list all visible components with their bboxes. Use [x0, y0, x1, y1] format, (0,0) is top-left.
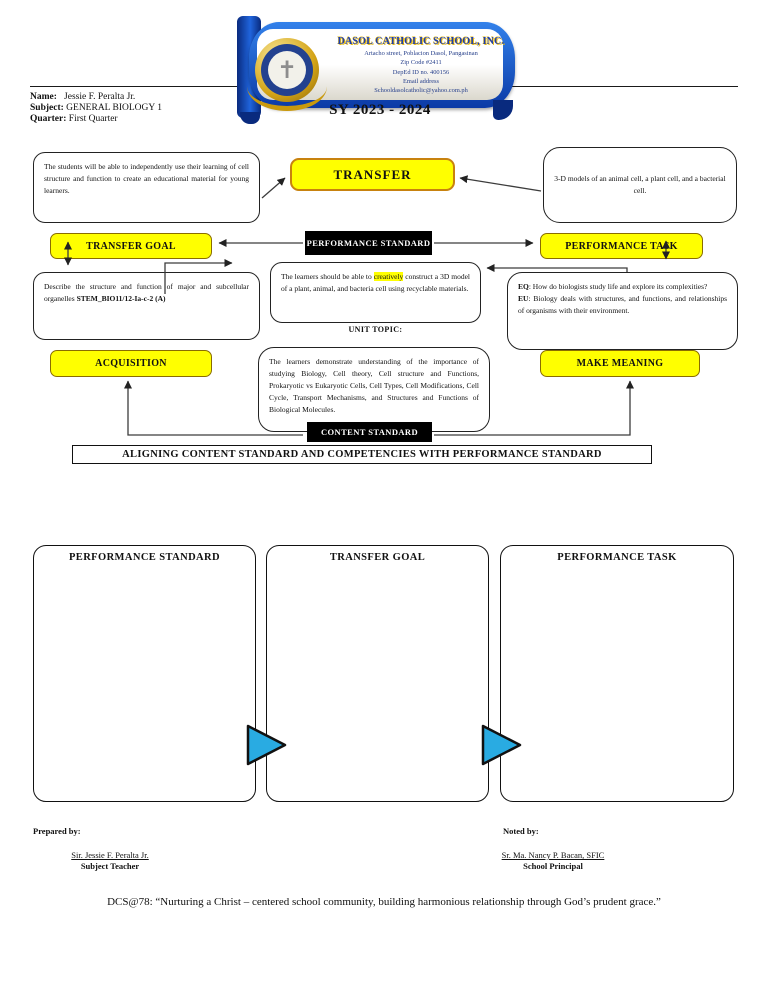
teacher-name: Jessie F. Peralta Jr. [64, 92, 136, 102]
transfer-label: TRANSFER [333, 166, 412, 182]
worksheet-box-transfer-goal: TRANSFER GOAL [266, 545, 489, 802]
quarter-row: Quarter: First Quarter [30, 114, 118, 125]
content-standard-text-box: The learners demonstrate understanding o… [258, 347, 490, 432]
worksheet-title: PERFORMANCE TASK [557, 552, 677, 563]
unit-topic-label: UNIT TOPIC: [348, 325, 403, 334]
prepared-by-label: Prepared by: [33, 826, 81, 836]
transfer-description-box: The students will be able to independent… [33, 152, 260, 223]
competency-code: STEM_BIO11/12-Ia-c-2 (A) [76, 294, 166, 303]
ribbon-right-fold [493, 100, 513, 120]
make-meaning-label: MAKE MEANING [576, 358, 664, 369]
cross-icon: ✝ [268, 51, 306, 89]
learners-text-pre: The learners should be able to [281, 272, 374, 281]
transfer-goal-label: TRANSFER GOAL [86, 240, 176, 252]
school-zip: Zip Code #2411 [400, 59, 442, 67]
eu-label: EU [518, 294, 529, 303]
competency-box: Describe the structure and function of m… [33, 272, 260, 340]
school-year: SY 2023 - 2024 [329, 102, 431, 118]
school-name: DASOL CATHOLIC SCHOOL, INC. [337, 36, 505, 47]
content-standard-text: The learners demonstrate understanding o… [269, 357, 479, 414]
worksheet-title: PERFORMANCE STANDARD [68, 552, 220, 563]
eu-text: : Biology deals with structures, and fun… [518, 294, 727, 315]
noted-by-label: Noted by: [503, 826, 539, 836]
make-meaning-label-box: MAKE MEANING [540, 350, 700, 377]
performance-task-output-box: 3-D models of an animal cell, a plant ce… [543, 147, 737, 223]
prepared-by-role: Subject Teacher [80, 861, 140, 871]
models-text: 3-D models of an animal cell, a plant ce… [554, 174, 726, 195]
school-email: Schooldasolcatholic@yahoo.com.ph [374, 87, 468, 95]
performance-task-label-box: PERFORMANCE TASK [540, 233, 703, 259]
noted-by-role: School Principal [523, 861, 583, 871]
school-header-ribbon: ✝ DASOL CATHOLIC SCHOOL, INC. Artacho st… [237, 12, 517, 124]
school-motto: DCS@78: “Nurturing a Christ – centered s… [107, 896, 661, 908]
noted-by-name: Sr. Ma. Nancy P. Bacan, SFIC [501, 850, 605, 860]
document-info: Name: Jessie F. Peralta Jr. Subject: GEN… [30, 92, 162, 126]
content-standard-label: CONTENT STANDARD [320, 427, 418, 437]
arrow-models-to-transfer [459, 175, 542, 192]
arrow-students-to-transfer [261, 177, 286, 199]
school-info: DASOL CATHOLIC SCHOOL, INC. Artacho stre… [333, 36, 509, 95]
performance-standard-text-box: The learners should be able to creativel… [270, 262, 481, 323]
transfer-label-box: TRANSFER [290, 158, 455, 191]
acquisition-label-box: ACQUISITION [50, 350, 212, 377]
learners-text-post: construct a 3D model of a plant, animal,… [281, 272, 470, 293]
transfer-description-text: The students will be able to independent… [44, 162, 249, 195]
performance-task-label: PERFORMANCE TASK [565, 240, 678, 252]
worksheet-box-performance-task: PERFORMANCE TASK [500, 545, 734, 802]
eq-eu-box: EQ: How do biologists study life and exp… [507, 272, 738, 350]
subject-name: GENERAL BIOLOGY 1 [66, 103, 163, 114]
eq-label: EQ [518, 282, 529, 291]
subject-row: Subject: GENERAL BIOLOGY 1 [30, 103, 163, 114]
performance-standard-label-box: PERFORMANCE STANDARD [305, 231, 432, 255]
content-standard-label-box: CONTENT STANDARD [307, 422, 432, 442]
highlighted-word: creatively [373, 272, 404, 281]
name-row: Name: Jessie F. Peralta Jr. [30, 92, 136, 102]
school-email-label: Email address [402, 77, 440, 85]
school-address-line: Artacho street, Poblacion Dasol, Pangasi… [364, 50, 478, 57]
transfer-goal-label-box: TRANSFER GOAL [50, 233, 212, 259]
eq-text: : How do biologists study life and explo… [528, 282, 708, 291]
competency-text: Describe the structure and function of m… [44, 282, 249, 303]
performance-standard-label: PERFORMANCE STANDARD [306, 238, 431, 248]
school-seal-logo: ✝ [247, 38, 327, 111]
school-deped-id: DepEd ID no. 400156 [392, 68, 450, 76]
ribbon-left-tail [240, 112, 260, 124]
prepared-by-name: Sir. Jessie F. Peralta Jr. [71, 850, 149, 860]
worksheet-box-performance-standard: PERFORMANCE STANDARD [33, 545, 256, 802]
aligning-banner: ALIGNING CONTENT STANDARD AND COMPETENCI… [72, 445, 652, 464]
quarter-name: First Quarter [68, 114, 118, 125]
aligning-banner-text: ALIGNING CONTENT STANDARD AND COMPETENCI… [122, 449, 602, 460]
worksheet-title: TRANSFER GOAL [329, 552, 426, 563]
laurel-wreath-icon [247, 62, 327, 111]
acquisition-label: ACQUISITION [95, 358, 167, 369]
